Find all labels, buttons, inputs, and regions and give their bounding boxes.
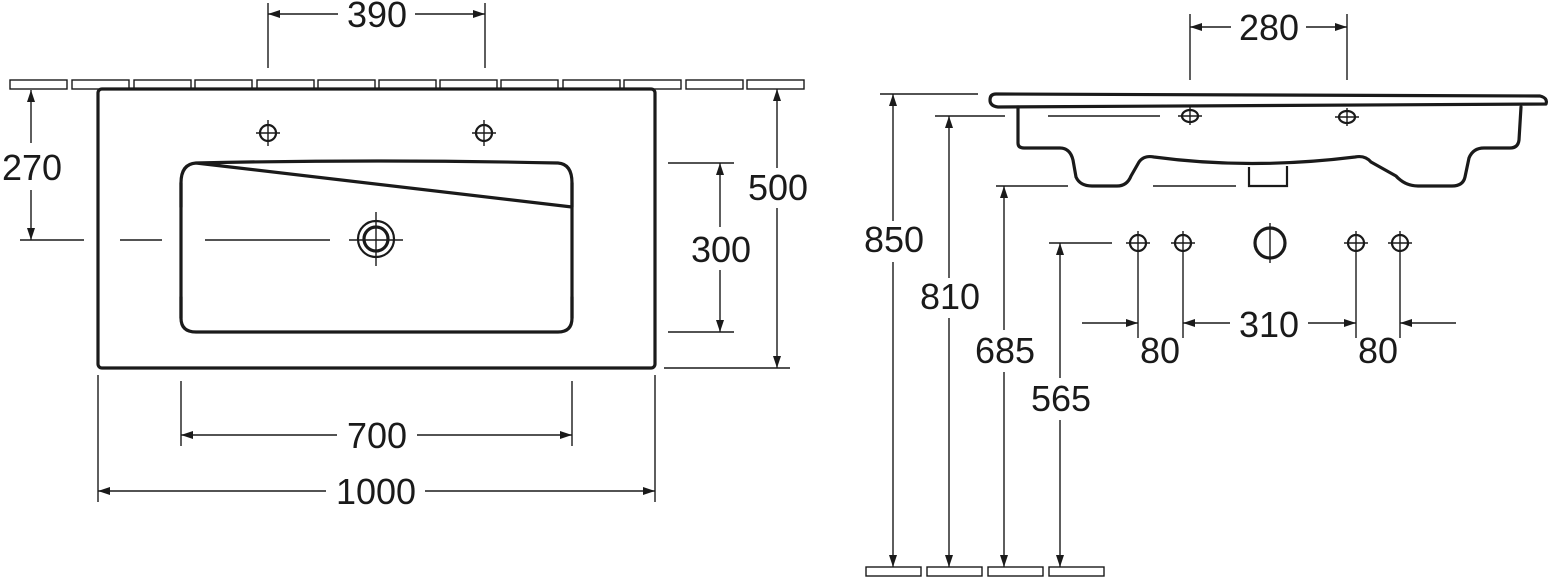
basin-side-profile [988,92,1548,188]
dim-label-310: 310 [1239,304,1299,345]
wall-tiles-top [9,79,805,90]
dimension-top-height: 850 [864,93,978,567]
dim-label-810: 810 [920,276,980,317]
dimension-bowl-width: 700 [180,381,573,456]
dim-label-700: 700 [347,415,407,456]
tap-hole-icon [1335,108,1359,126]
fixing-holes [1049,223,1412,263]
dimension-waste-height: 565 [1031,243,1091,567]
dimension-tap-to-centre: 270 [2,90,62,240]
dim-label-850: 850 [864,219,924,260]
fixing-hole-icon [1171,231,1195,255]
tap-hole-icon [472,120,496,146]
dimension-basin-depth: 500 [664,89,808,369]
floor-tiles [865,566,1105,577]
top-view: 390 270 500 300 700 [2,0,808,512]
tap-hole-icon [256,120,280,146]
dim-label-80-right: 80 [1358,330,1398,371]
dim-label-80-left: 80 [1140,330,1180,371]
dim-label-300: 300 [691,229,751,270]
dimension-fixing-spacing: 80 310 80 [1082,255,1456,371]
tap-hole-icon [1178,107,1202,125]
dim-label-685: 685 [975,330,1035,371]
waste-outlet-icon [356,212,396,266]
side-view: 280 [864,7,1548,577]
waste-hole-icon [1253,223,1287,263]
dim-label-280: 280 [1239,7,1299,48]
dimension-trap-width: 280 [1189,7,1348,80]
dimension-underside-height: 810 [920,115,1005,567]
fixing-hole-icon [1344,231,1368,255]
fixing-hole-icon [1126,231,1150,255]
basin-outline [96,87,657,370]
dimension-tap-spacing: 390 [267,0,486,68]
dimension-bowl-depth: 300 [668,162,751,333]
dim-label-565: 565 [1031,378,1091,419]
dimension-bottom-height: 685 [975,185,1068,567]
fixing-hole-icon [1388,231,1412,255]
dim-label-1000: 1000 [336,471,416,512]
dimension-overall-width: 1000 [97,375,656,512]
dim-label-270: 270 [2,147,62,188]
dim-label-390: 390 [347,0,407,35]
dim-label-500: 500 [748,167,808,208]
